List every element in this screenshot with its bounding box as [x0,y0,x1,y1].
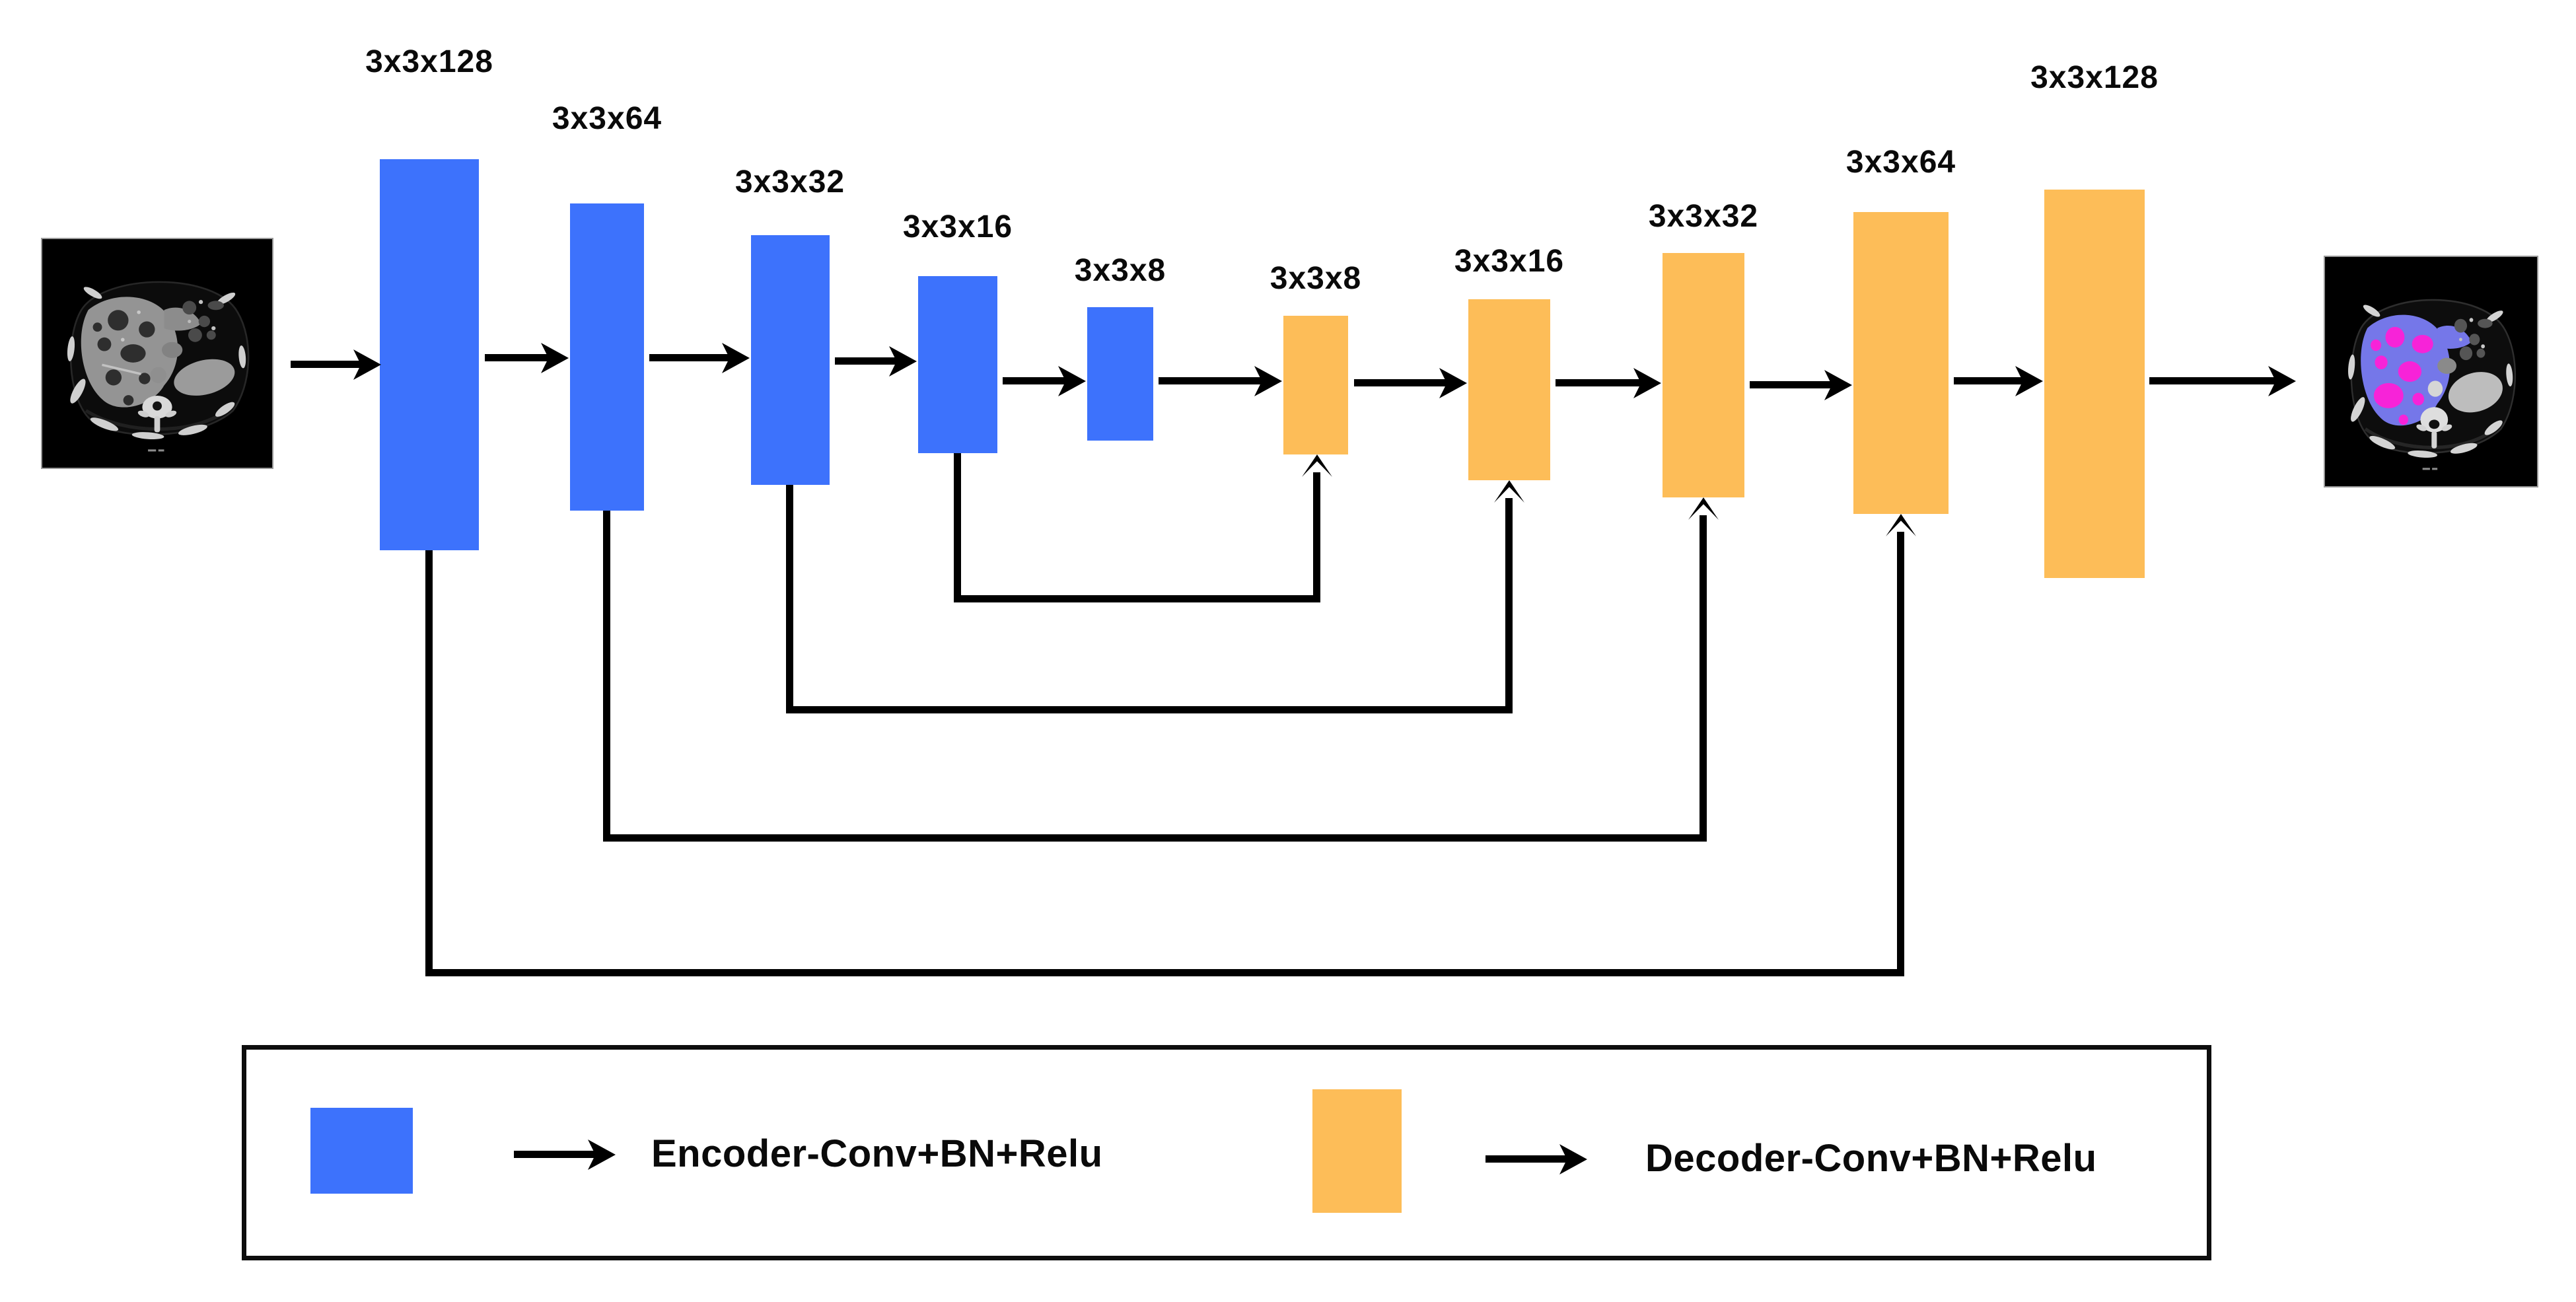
legend-decoder-swatch [1312,1089,1402,1213]
skip2-up-line [1505,498,1513,713]
flow-arrow-dec2-to-dec3 [1556,368,1661,398]
spleen [174,359,235,396]
arrow-line [1485,1155,1570,1163]
arrow-line [485,354,552,361]
spleen [2448,372,2503,413]
arrow-line [2149,377,2279,384]
ribs [67,287,246,440]
arrow-line [1954,377,2026,384]
stomach-bowel [182,300,224,342]
skip1-horizontal-line [954,595,1320,602]
encoder-bar-3 [751,235,830,485]
legend-decoder-label: Decoder-Conv+BN+Relu [1645,1137,2097,1180]
skip3-down-line [603,511,610,842]
encoder-bar-4-label: 3x3x16 [902,209,1013,244]
skip1-up-line [1313,472,1320,602]
flow-arrow-dec3-to-dec4 [1750,370,1852,400]
encoder-bar-2-label: 3x3x64 [552,101,662,136]
aorta-vessels [2427,357,2457,397]
encoder-bar-3-label: 3x3x32 [734,164,845,199]
skip2-horizontal-line [786,706,1513,713]
skip4-up-line [1897,532,1904,976]
tumor-segmentation-overlay [2371,326,2433,425]
legend-decoder-arrow [1485,1144,1587,1175]
arrow-line [1750,381,1835,388]
aorta-vessels [150,342,183,383]
flow-arrow-enc5-to-dec1 [1159,366,1282,396]
arrow-line [649,354,733,361]
arrow-line [1354,379,1450,386]
input-ct-graphic [42,239,272,468]
decoder-bar-4 [1853,212,1949,514]
legend-encoder-swatch [310,1108,413,1194]
flow-arrow-enc2-to-enc3 [649,343,750,373]
flow-arrow-enc3-to-enc4 [835,346,917,377]
encoder-bar-2 [570,203,644,511]
skip1-down-line [954,453,961,602]
arrow-line [1159,377,1265,384]
skip4-horizontal-line [425,969,1904,976]
skip3-horizontal-line [603,834,1707,842]
caption-marks [2422,468,2438,470]
flow-arrow-dec5-to-output [2149,366,2296,396]
output-ct-graphic [2325,257,2537,486]
arrow-line [1003,377,1069,384]
decoder-bar-2-label: 3x3x16 [1454,244,1565,279]
decoder-bar-2 [1468,299,1550,480]
stomach-bowel [2454,318,2493,361]
input-ct-image [41,238,273,469]
encoder-bar-5-label: 3x3x8 [1074,253,1166,288]
skip3-up-line [1699,515,1707,842]
vertebra [2416,407,2452,449]
encoder-bar-5 [1087,307,1153,441]
flow-arrow-enc1-to-enc2 [485,343,569,373]
flow-arrow-dec1-to-dec2 [1354,368,1467,398]
arrow-line [514,1151,598,1158]
arrow-line [1556,379,1644,386]
legend-encoder-arrow [514,1139,616,1170]
decoder-bar-5 [2044,190,2145,578]
caption-marks [148,449,164,452]
decoder-bar-5-label: 3x3x128 [2030,60,2159,95]
tumor-lesions [92,310,155,406]
flow-arrow-input-to-enc1 [291,349,381,380]
output-ct-image [2324,256,2538,488]
vertebra [137,396,177,433]
encoder-bar-4 [918,276,997,453]
encoder-bar-1 [380,159,479,550]
flow-arrow-enc4-to-enc5 [1003,366,1086,396]
decoder-bar-4-label: 3x3x64 [1845,145,1956,180]
encoder-bar-1-label: 3x3x128 [365,44,493,79]
arrow-line [291,361,364,368]
ribs [2347,305,2513,458]
legend-encoder-label: Encoder-Conv+BN+Relu [651,1132,1103,1175]
skip4-down-line [425,550,433,976]
decoder-bar-1-label: 3x3x8 [1270,261,1362,296]
flow-arrow-dec4-to-dec5 [1954,366,2043,396]
decoder-bar-1 [1283,316,1348,454]
skip2-down-line [786,485,793,713]
liver-vessels [102,310,142,375]
decoder-bar-3 [1663,253,1744,497]
decoder-bar-3-label: 3x3x32 [1648,199,1759,234]
arrow-line [835,357,900,365]
